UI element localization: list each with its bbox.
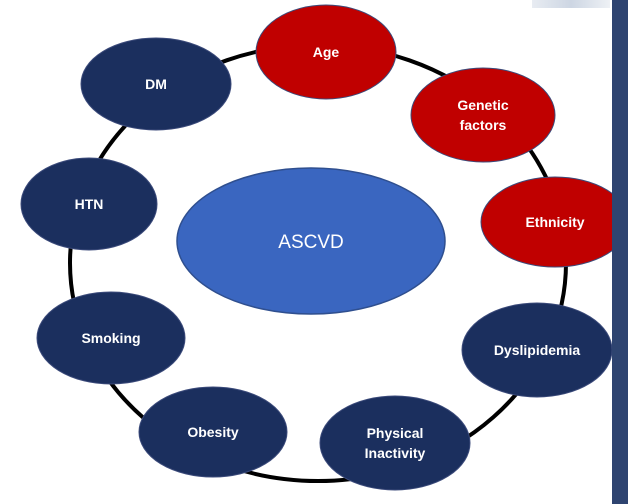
node-ellipse [480, 176, 628, 268]
node-label: Dyslipidemia [494, 342, 581, 358]
node-ellipse [36, 291, 186, 385]
node-label: Obesity [187, 424, 239, 440]
node-ellipse [20, 157, 158, 251]
center-label: ASCVD [278, 232, 343, 253]
slide-side-bar [612, 0, 628, 504]
node-label: Physical [367, 425, 424, 441]
node-age: Age [255, 4, 397, 100]
node-ethnicity: Ethnicity [480, 176, 628, 268]
node-label: Inactivity [365, 445, 426, 461]
node-label: Genetic [457, 97, 509, 113]
center-node-ascvd: ASCVD [176, 167, 446, 315]
node-ellipse [319, 395, 471, 491]
node-ellipse [80, 37, 232, 131]
node-obesity: Obesity [138, 386, 288, 478]
node-ellipse [255, 4, 397, 100]
header-image-fragment [532, 0, 610, 8]
node-genetic-factors: Genetic factors [410, 67, 556, 163]
node-htn: HTN [20, 157, 158, 251]
node-dm: DM [80, 37, 232, 131]
node-label: Smoking [81, 330, 140, 346]
node-label: DM [145, 76, 167, 92]
node-ellipse [410, 67, 556, 163]
node-ellipse [138, 386, 288, 478]
node-label: Ethnicity [525, 214, 584, 230]
node-label: Age [313, 44, 340, 60]
node-dyslipidemia: Dyslipidemia [461, 302, 613, 398]
node-label: HTN [75, 196, 104, 212]
node-label: factors [460, 117, 507, 133]
node-smoking: Smoking [36, 291, 186, 385]
